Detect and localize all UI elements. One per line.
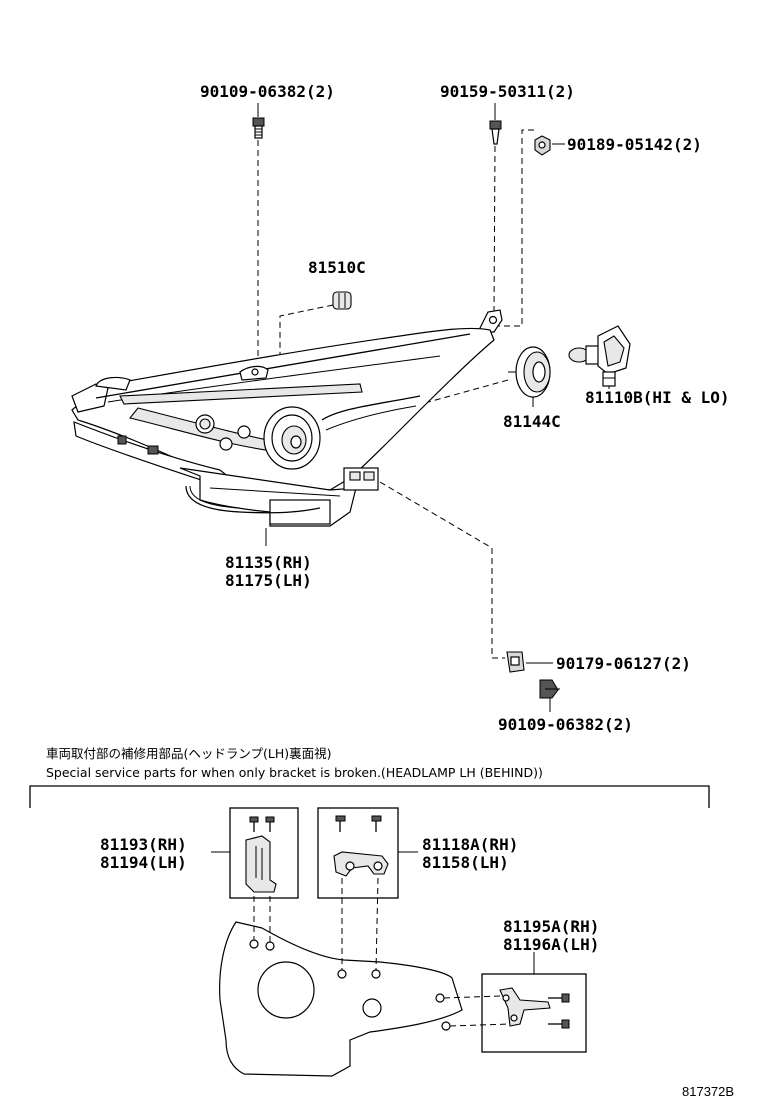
callout-kit2-rh: 81118A(RH) — [422, 835, 518, 854]
nut-top[interactable] — [534, 135, 551, 156]
callout-screw-top: 90159-50311(2) — [440, 82, 575, 101]
callout-clip-bottom: 90179-06127(2) — [556, 654, 691, 673]
callout-kit1-rh: 81193(RH) — [100, 835, 187, 854]
callout-bulb-small: 81510C — [308, 258, 366, 277]
bolt-top-left[interactable] — [252, 117, 265, 139]
bulb-small[interactable] — [332, 291, 352, 310]
callout-bolt-bottom: 90109-06382(2) — [498, 715, 633, 734]
bolt-bottom[interactable] — [539, 679, 560, 699]
cap[interactable] — [508, 346, 551, 398]
repair-kit-box-2[interactable] — [317, 807, 399, 899]
callout-kit3-rh: 81195A(RH) — [503, 917, 599, 936]
repair-kit-bracket — [29, 785, 710, 808]
figure-reference: 817372B — [682, 1084, 734, 1099]
callout-kit2-lh: 81158(LH) — [422, 853, 509, 872]
headlamp-back-panel — [219, 921, 463, 1077]
callout-headlamp-lh: 81175(LH) — [225, 571, 312, 590]
callout-kit1-lh: 81194(LH) — [100, 853, 187, 872]
repair-kit-box-1[interactable] — [229, 807, 299, 899]
callout-cap: 81144C — [503, 412, 561, 431]
callout-bolt-top-left: 90109-06382(2) — [200, 82, 335, 101]
callout-kit3-lh: 81196A(LH) — [503, 935, 599, 954]
note-japanese: 車両取付部の補修用部品(ヘッドランプ(LH)裏面視) — [46, 746, 332, 761]
bulb-main[interactable] — [568, 325, 631, 387]
clip-bottom[interactable] — [506, 651, 525, 673]
callout-headlamp-rh: 81135(RH) — [225, 553, 312, 572]
callout-nut-top: 90189-05142(2) — [567, 135, 702, 154]
repair-kit-box-3[interactable] — [481, 973, 587, 1053]
callout-bulb-main: 81110B(HI & LO) — [585, 388, 730, 407]
screw-top[interactable] — [489, 120, 502, 145]
headlamp-assembly[interactable] — [71, 309, 503, 527]
note-english: Special service parts for when only brac… — [46, 765, 543, 780]
